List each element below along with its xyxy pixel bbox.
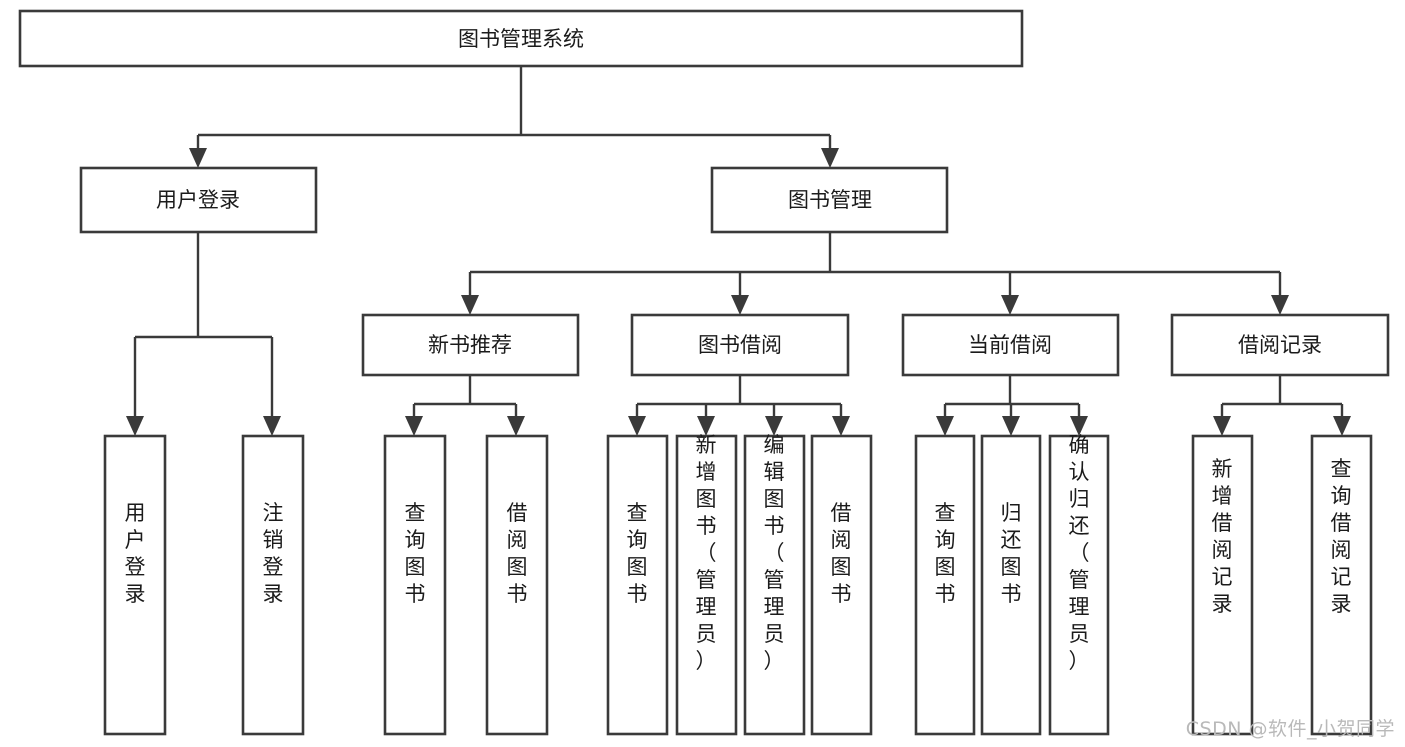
- node-label-borrow-record: 借阅记录: [1238, 333, 1322, 357]
- node-leaf-label: 编辑图书（管理员）: [764, 433, 785, 673]
- node-leaf-borrow-borrow-book[interactable]: 借阅图书: [810, 434, 873, 736]
- node-leaf-label: 用户登录: [125, 501, 146, 606]
- arrow-head-icon: [832, 416, 850, 436]
- arrow-head-icon: [821, 148, 839, 168]
- connector-book-mgmt-to-level3: [461, 232, 1289, 315]
- node-box-shape: [1310, 434, 1373, 736]
- node-label-book-borrow: 图书借阅: [698, 333, 782, 357]
- node-root-system[interactable]: 图书管理系统: [18, 9, 1024, 68]
- arrow-head-icon: [697, 416, 715, 436]
- arrow-head-icon: [765, 416, 783, 436]
- node-box-shape: [1170, 313, 1390, 377]
- node-leaf-user-login-login[interactable]: 用户登录: [103, 434, 167, 736]
- node-box-shape: [914, 434, 976, 736]
- arrow-head-icon: [1002, 416, 1020, 436]
- node-box-shape: [710, 166, 949, 234]
- node-box-shape: [901, 313, 1120, 377]
- node-leaf-label: 确认归还（管理员）: [1069, 433, 1090, 673]
- node-box-shape: [1191, 434, 1254, 736]
- arrow-head-icon: [1333, 416, 1351, 436]
- node-new-book-recommend[interactable]: 新书推荐: [361, 313, 580, 377]
- node-leaf-label: 借阅图书: [507, 501, 528, 606]
- arrow-head-icon: [731, 295, 749, 315]
- node-box-shape: [743, 434, 806, 736]
- node-current-borrow[interactable]: 当前借阅: [901, 313, 1120, 377]
- arrow-head-icon: [1001, 295, 1019, 315]
- node-leaf-record-add-record[interactable]: 新增借阅记录: [1191, 434, 1254, 736]
- node-box-shape: [810, 434, 873, 736]
- arrow-head-icon: [1213, 416, 1231, 436]
- node-box-shape: [675, 434, 738, 736]
- arrow-head-icon: [1070, 416, 1088, 436]
- node-leaf-label: 查询图书: [405, 501, 426, 606]
- node-box-shape: [18, 9, 1024, 68]
- node-leaf-borrow-add-book[interactable]: 新增图书（管理员）: [675, 433, 738, 736]
- node-leaf-label: 新增借阅记录: [1212, 457, 1233, 616]
- node-box-shape: [980, 434, 1042, 736]
- node-leaf-record-query-record[interactable]: 查询借阅记录: [1310, 434, 1373, 736]
- node-box-shape: [630, 313, 850, 377]
- arrow-head-icon: [461, 295, 479, 315]
- node-label-current-borrow: 当前借阅: [968, 333, 1052, 357]
- node-leaf-label: 查询图书: [627, 501, 648, 606]
- node-leaf-current-return-book[interactable]: 归还图书: [980, 434, 1042, 736]
- node-box-shape: [361, 313, 580, 377]
- connector-borrow-record-to-leaves: [1213, 375, 1351, 436]
- node-leaf-recommend-query-book[interactable]: 查询图书: [383, 434, 447, 736]
- node-leaf-borrow-query-book[interactable]: 查询图书: [606, 434, 669, 736]
- arrow-head-icon: [405, 416, 423, 436]
- node-user-login[interactable]: 用户登录: [79, 166, 318, 234]
- node-leaf-label: 查询图书: [935, 501, 956, 606]
- node-box-shape: [383, 434, 447, 736]
- node-leaf-current-query-book[interactable]: 查询图书: [914, 434, 976, 736]
- arrow-head-icon: [126, 416, 144, 436]
- arrow-head-icon: [1271, 295, 1289, 315]
- csdn-watermark: CSDN @软件_小贺同学: [1185, 718, 1395, 740]
- arrow-head-icon: [507, 416, 525, 436]
- arrow-head-icon: [628, 416, 646, 436]
- node-leaf-label: 归还图书: [1001, 501, 1022, 606]
- arrow-head-icon: [936, 416, 954, 436]
- arrow-head-icon: [263, 416, 281, 436]
- node-label-new-book-recommend: 新书推荐: [428, 333, 512, 357]
- node-label-user-login: 用户登录: [156, 188, 240, 212]
- node-leaf-label: 注销登录: [263, 501, 284, 606]
- node-book-management[interactable]: 图书管理: [710, 166, 949, 234]
- connector-current-borrow-to-leaves: [936, 375, 1088, 436]
- node-leaf-recommend-borrow-book[interactable]: 借阅图书: [485, 434, 549, 736]
- node-leaf-label: 查询借阅记录: [1331, 457, 1352, 616]
- node-box-shape: [103, 434, 167, 736]
- node-box-shape: [1048, 434, 1110, 736]
- connector-user-login-to-leaves: [126, 232, 281, 436]
- node-book-borrow[interactable]: 图书借阅: [630, 313, 850, 377]
- connector-book-borrow-to-leaves: [628, 375, 850, 436]
- node-label-root: 图书管理系统: [458, 27, 584, 51]
- connector-root-to-level2: [189, 66, 839, 168]
- node-leaf-label: 新增图书（管理员）: [696, 433, 717, 673]
- node-box-shape: [485, 434, 549, 736]
- node-borrow-record[interactable]: 借阅记录: [1170, 313, 1390, 377]
- node-leaf-current-confirm-return[interactable]: 确认归还（管理员）: [1048, 433, 1110, 736]
- connector-new-book-to-leaves: [405, 375, 525, 436]
- node-leaf-borrow-edit-book[interactable]: 编辑图书（管理员）: [743, 433, 806, 736]
- node-box-shape: [241, 434, 305, 736]
- node-box-shape: [606, 434, 669, 736]
- node-box-shape: [79, 166, 318, 234]
- node-leaf-user-login-logout[interactable]: 注销登录: [241, 434, 305, 736]
- node-label-book-management: 图书管理: [788, 188, 872, 212]
- node-leaf-label: 借阅图书: [831, 501, 852, 606]
- arrow-head-icon: [189, 148, 207, 168]
